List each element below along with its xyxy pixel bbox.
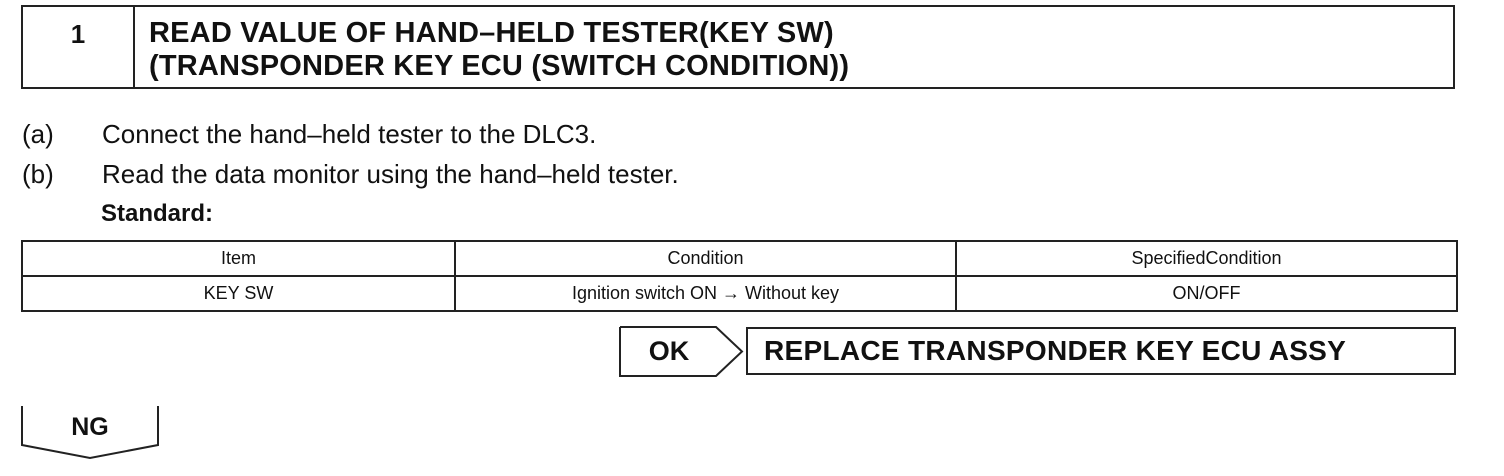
table-row: KEY SW Ignition switch ON → Without key … [21, 275, 1458, 312]
instruction-b: (b) Read the data monitor using the hand–… [22, 159, 679, 189]
instruction-text: Connect the hand–held tester to the DLC3… [102, 119, 597, 149]
standard-label: Standard: [101, 200, 214, 227]
ng-arrow-shape [21, 406, 159, 460]
ok-tag: OK [619, 326, 744, 377]
instruction-label: (b) [22, 159, 54, 189]
step-title-line-2: (TRANSPONDER KEY ECU (SWITCH CONDITION)) [149, 50, 850, 82]
table-header-specified-condition: SpecifiedCondition [955, 240, 1458, 277]
table-cell: KEY SW [21, 275, 456, 312]
step-title: READ VALUE OF HAND–HELD TESTER(KEY SW) (… [135, 7, 849, 87]
table-cell: ON/OFF [955, 275, 1458, 312]
step-title-line-1: READ VALUE OF HAND–HELD TESTER(KEY SW) [149, 17, 834, 49]
ok-arrow-shape [619, 326, 744, 377]
table-cell: Ignition switch ON → Without key [454, 275, 957, 312]
table-header-condition: Condition [454, 240, 957, 277]
ok-label: OK [648, 336, 690, 366]
table-header-item: Item [21, 240, 456, 277]
instruction-label: (a) [22, 119, 54, 149]
instruction-text: Read the data monitor using the hand–hel… [102, 159, 679, 189]
table-header-row: Item Condition SpecifiedCondition [21, 240, 1458, 277]
instruction-a: (a) Connect the hand–held tester to the D… [22, 119, 596, 149]
step-number: 1 [23, 7, 135, 87]
ng-label: NG [71, 413, 109, 441]
spec-table: Item Condition SpecifiedCondition KEY SW… [21, 240, 1458, 312]
ok-result-box: REPLACE TRANSPONDER KEY ECU ASSY [746, 327, 1456, 375]
ng-tag: NG [21, 405, 159, 460]
step-header: 1 READ VALUE OF HAND–HELD TESTER(KEY SW)… [21, 5, 1455, 89]
